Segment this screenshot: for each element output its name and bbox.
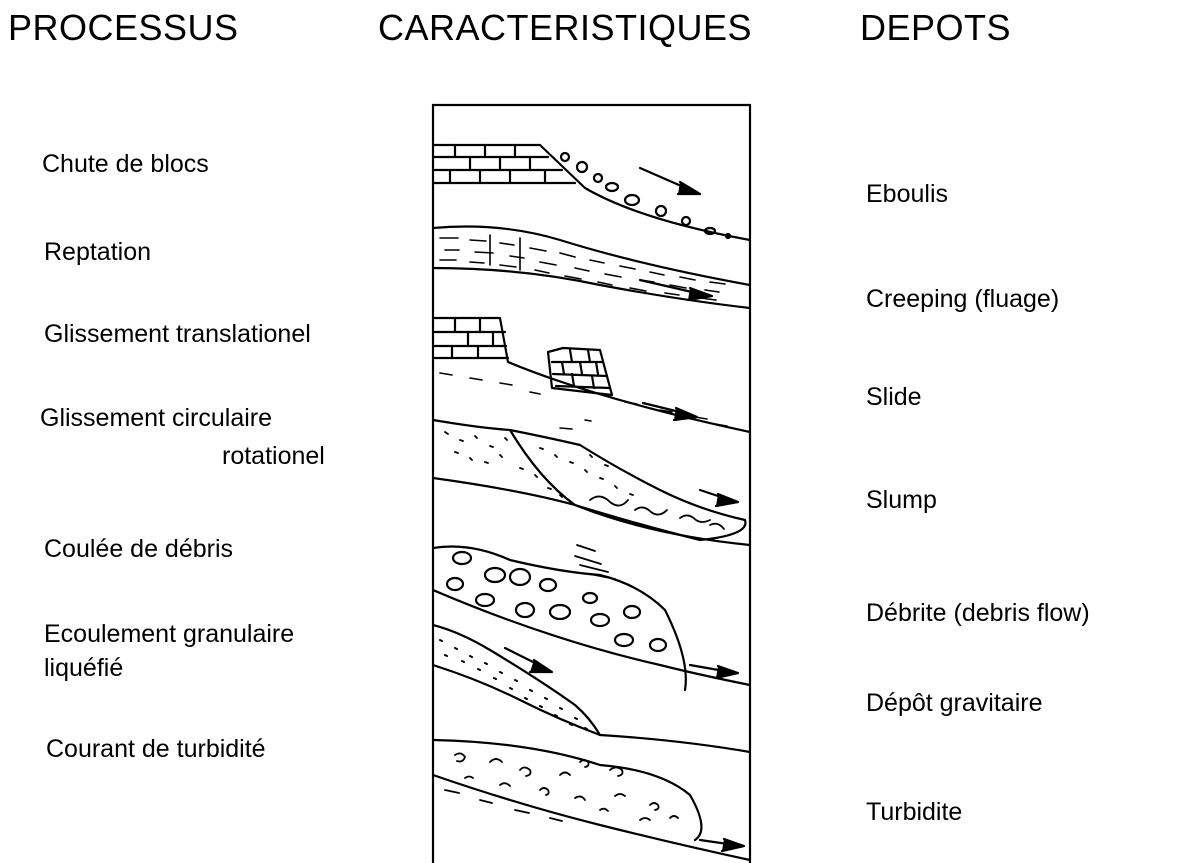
creep-schematic xyxy=(433,227,750,309)
debris-flow-schematic xyxy=(433,545,750,690)
turbidity-current-schematic xyxy=(433,740,750,860)
rotational-slump-schematic xyxy=(433,420,750,545)
liquefied-flow-schematic xyxy=(433,625,750,752)
translational-slide-schematic xyxy=(433,318,750,432)
